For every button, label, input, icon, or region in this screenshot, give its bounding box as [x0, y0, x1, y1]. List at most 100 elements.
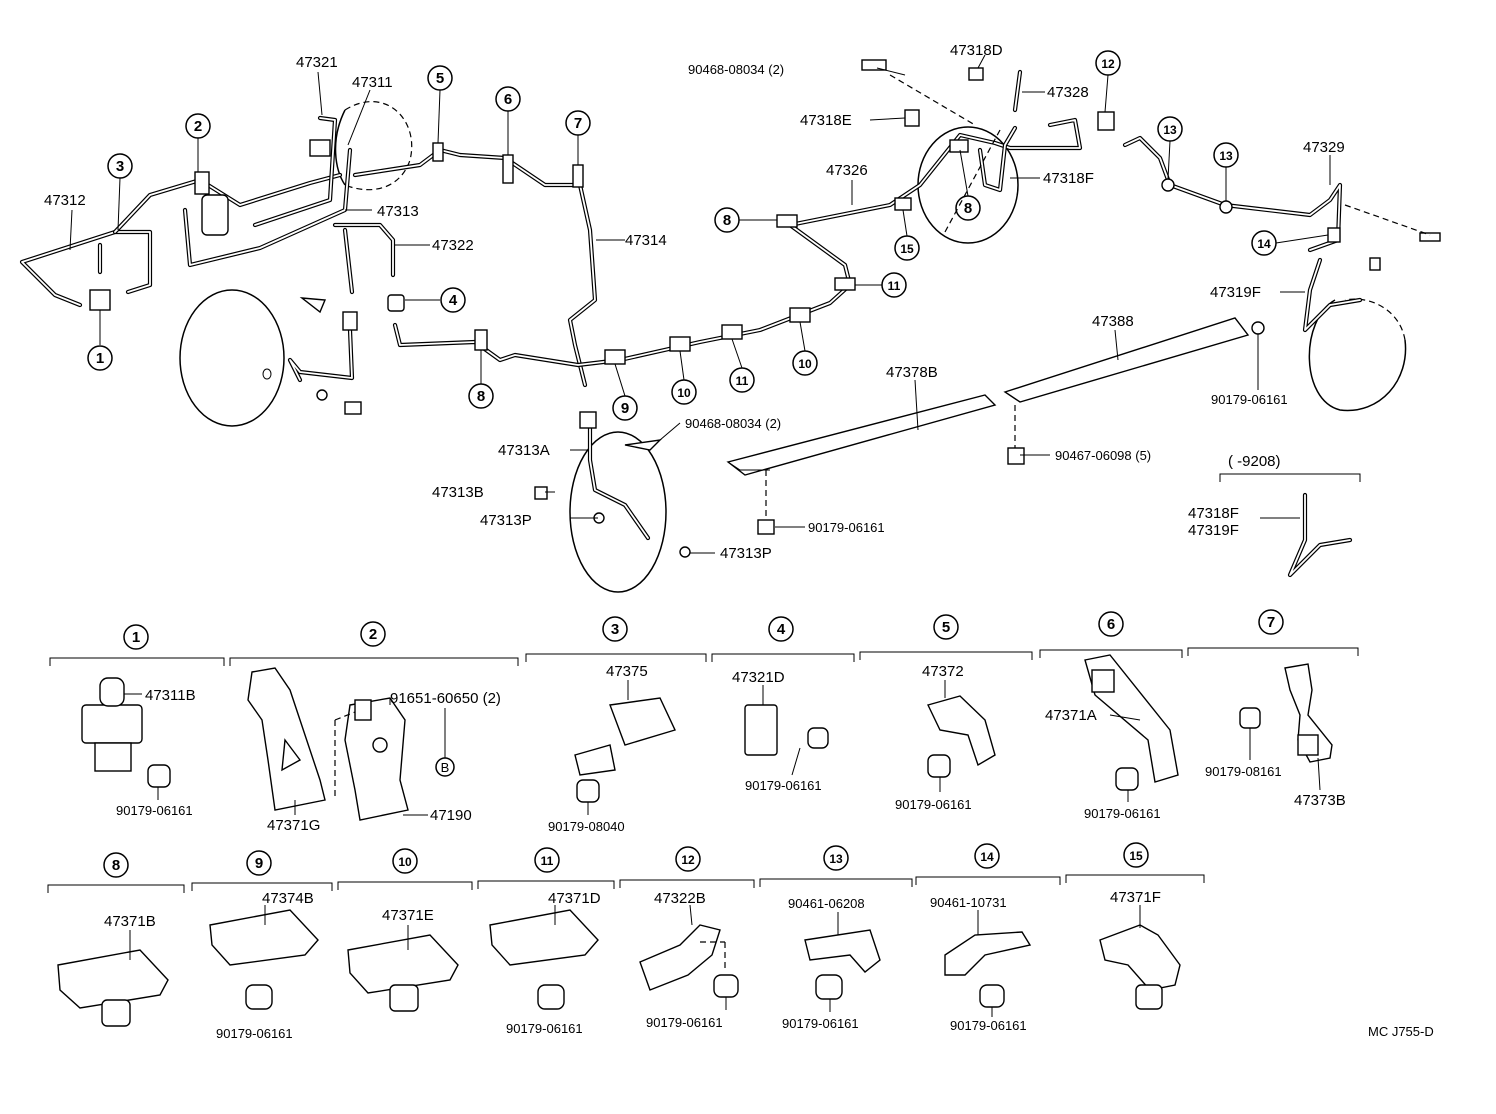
- svg-text:2: 2: [369, 626, 377, 643]
- label-g11-90179: 90179-06161: [506, 1021, 583, 1036]
- label-90468-bottom: 90468-08034 (2): [685, 416, 781, 431]
- nut-90179-g13: [815, 974, 843, 1000]
- callout-6: 6: [495, 86, 521, 155]
- group-5-header: 5: [933, 614, 959, 640]
- callout-11a: 11: [729, 338, 755, 393]
- group-8-parts: 47371B: [57, 913, 169, 1027]
- nut-90179-08161: [1239, 707, 1261, 729]
- label-ref-b: B: [441, 760, 450, 775]
- brake-pipes: [19, 69, 1363, 578]
- label-47318E: 47318E: [800, 112, 852, 129]
- label-47373B: 47373B: [1294, 792, 1346, 809]
- label-g9-90179: 90179-06161: [216, 1026, 293, 1041]
- svg-text:13: 13: [1219, 149, 1233, 163]
- label-47313A: 47313A: [498, 442, 550, 459]
- group-7-header: 7: [1258, 609, 1284, 635]
- label-9208: ( -9208): [1228, 453, 1281, 470]
- callout-12: 12: [1095, 50, 1121, 113]
- flex-hose-end: [342, 311, 358, 331]
- callout-8a: 8: [468, 350, 494, 409]
- label-g6-90179: 90179-06161: [1084, 806, 1161, 821]
- master-cylinder-fitting: [309, 139, 331, 157]
- brake-disc-rear-right: [1308, 298, 1407, 412]
- svg-text:11: 11: [736, 374, 749, 388]
- callout-7: 7: [565, 110, 591, 165]
- svg-text:13: 13: [1163, 123, 1177, 137]
- label-47388: 47388: [1092, 313, 1134, 330]
- callout-8b: 8: [714, 207, 777, 233]
- clamp-47375: [609, 697, 676, 746]
- callout-5: 5: [427, 65, 453, 144]
- label-47371E: 47371E: [382, 907, 434, 924]
- svg-text:8: 8: [723, 212, 731, 229]
- clip-47322B: [639, 924, 721, 991]
- bracket-left: [299, 297, 327, 314]
- side-rail-47388: [1003, 317, 1250, 403]
- svg-text:1: 1: [96, 350, 104, 367]
- callout-10a: 10: [671, 350, 697, 405]
- valve-47190: [344, 697, 409, 821]
- nut-90179-g11: [537, 984, 565, 1010]
- label-47378B: 47378B: [886, 364, 938, 381]
- svg-text:15: 15: [1129, 849, 1143, 863]
- clamp-47372: [927, 695, 996, 767]
- callout-8c: 8: [955, 149, 981, 221]
- clamp-90461-10731: [944, 931, 1032, 976]
- label-47322: 47322: [432, 237, 474, 254]
- svg-text:14: 14: [1257, 237, 1271, 251]
- callout-4: 4: [440, 287, 466, 313]
- group-4-parts: 47321D 90179-06161: [732, 669, 829, 793]
- label-47371F: 47371F: [1110, 889, 1161, 906]
- callout-15: 15: [894, 209, 920, 261]
- svg-text:12: 12: [1101, 57, 1115, 71]
- label-g4-90179: 90179-06161: [745, 778, 822, 793]
- washer-47313P-b: [679, 546, 691, 558]
- callouts-top: 1 2 3 4 5 6 7 8 8 8 9 10 10 11 11 12 13 …: [87, 50, 1329, 421]
- bracket-47371G: [247, 667, 326, 811]
- svg-text:5: 5: [436, 70, 444, 87]
- group-header-numbers: 1 2 3 4 5 6 7 8 9 10 11 12 13 14 15: [103, 609, 1284, 878]
- svg-text:8: 8: [477, 388, 485, 405]
- svg-text:4: 4: [777, 621, 786, 638]
- svg-text:6: 6: [504, 91, 512, 108]
- group-12-header: 12: [675, 846, 701, 872]
- nut-90179-08040: [576, 779, 600, 803]
- group-15-header: 15: [1123, 842, 1149, 868]
- label-47321: 47321: [296, 54, 338, 71]
- drawing-code: MC J755-D: [1368, 1024, 1434, 1039]
- label-47313P-b: 47313P: [720, 545, 772, 562]
- callout-9: 9: [612, 363, 638, 421]
- group-11-parts: 47371D 90179-06161: [489, 890, 601, 1036]
- label-90179-08161: 90179-08161: [1205, 764, 1282, 779]
- bolt-47318D: [968, 67, 984, 81]
- label-g12-90179: 90179-06161: [646, 1015, 723, 1030]
- label-47375: 47375: [606, 663, 648, 680]
- hardware-fittings: [89, 59, 1441, 558]
- group-15-parts: 47371F: [1099, 889, 1181, 1010]
- label-g14-90179: 90179-06161: [950, 1018, 1027, 1033]
- svg-text:10: 10: [798, 357, 812, 371]
- label-47374B: 47374B: [262, 890, 314, 907]
- group-10-header: 10: [392, 848, 418, 874]
- svg-text:8: 8: [964, 200, 972, 217]
- tee-fitting: [89, 289, 111, 311]
- group-12-parts: 47322B 90179-06161: [639, 890, 739, 1030]
- group-7-parts: 90179-08161 47373B: [1205, 663, 1346, 809]
- label-90461-10731: 90461-10731: [930, 895, 1007, 910]
- bolt-right: [1369, 257, 1381, 271]
- group-4-header: 4: [768, 616, 794, 642]
- label-47313P-a: 47313P: [480, 512, 532, 529]
- label-47371B: 47371B: [104, 913, 156, 930]
- group-3-parts: 47375 90179-08040: [548, 663, 676, 834]
- callout-1: 1: [87, 310, 113, 371]
- svg-text:10: 10: [398, 855, 412, 869]
- label-g1-90179: 90179-06161: [116, 803, 193, 818]
- label-47312: 47312: [44, 192, 86, 209]
- label-47318F-inset: 47318F: [1188, 505, 1239, 522]
- svg-text:8: 8: [112, 857, 120, 874]
- clamp-47371E: [347, 934, 459, 994]
- svg-text:14: 14: [980, 850, 994, 864]
- valve-body: [201, 194, 229, 236]
- brake-disc-master: [334, 101, 413, 191]
